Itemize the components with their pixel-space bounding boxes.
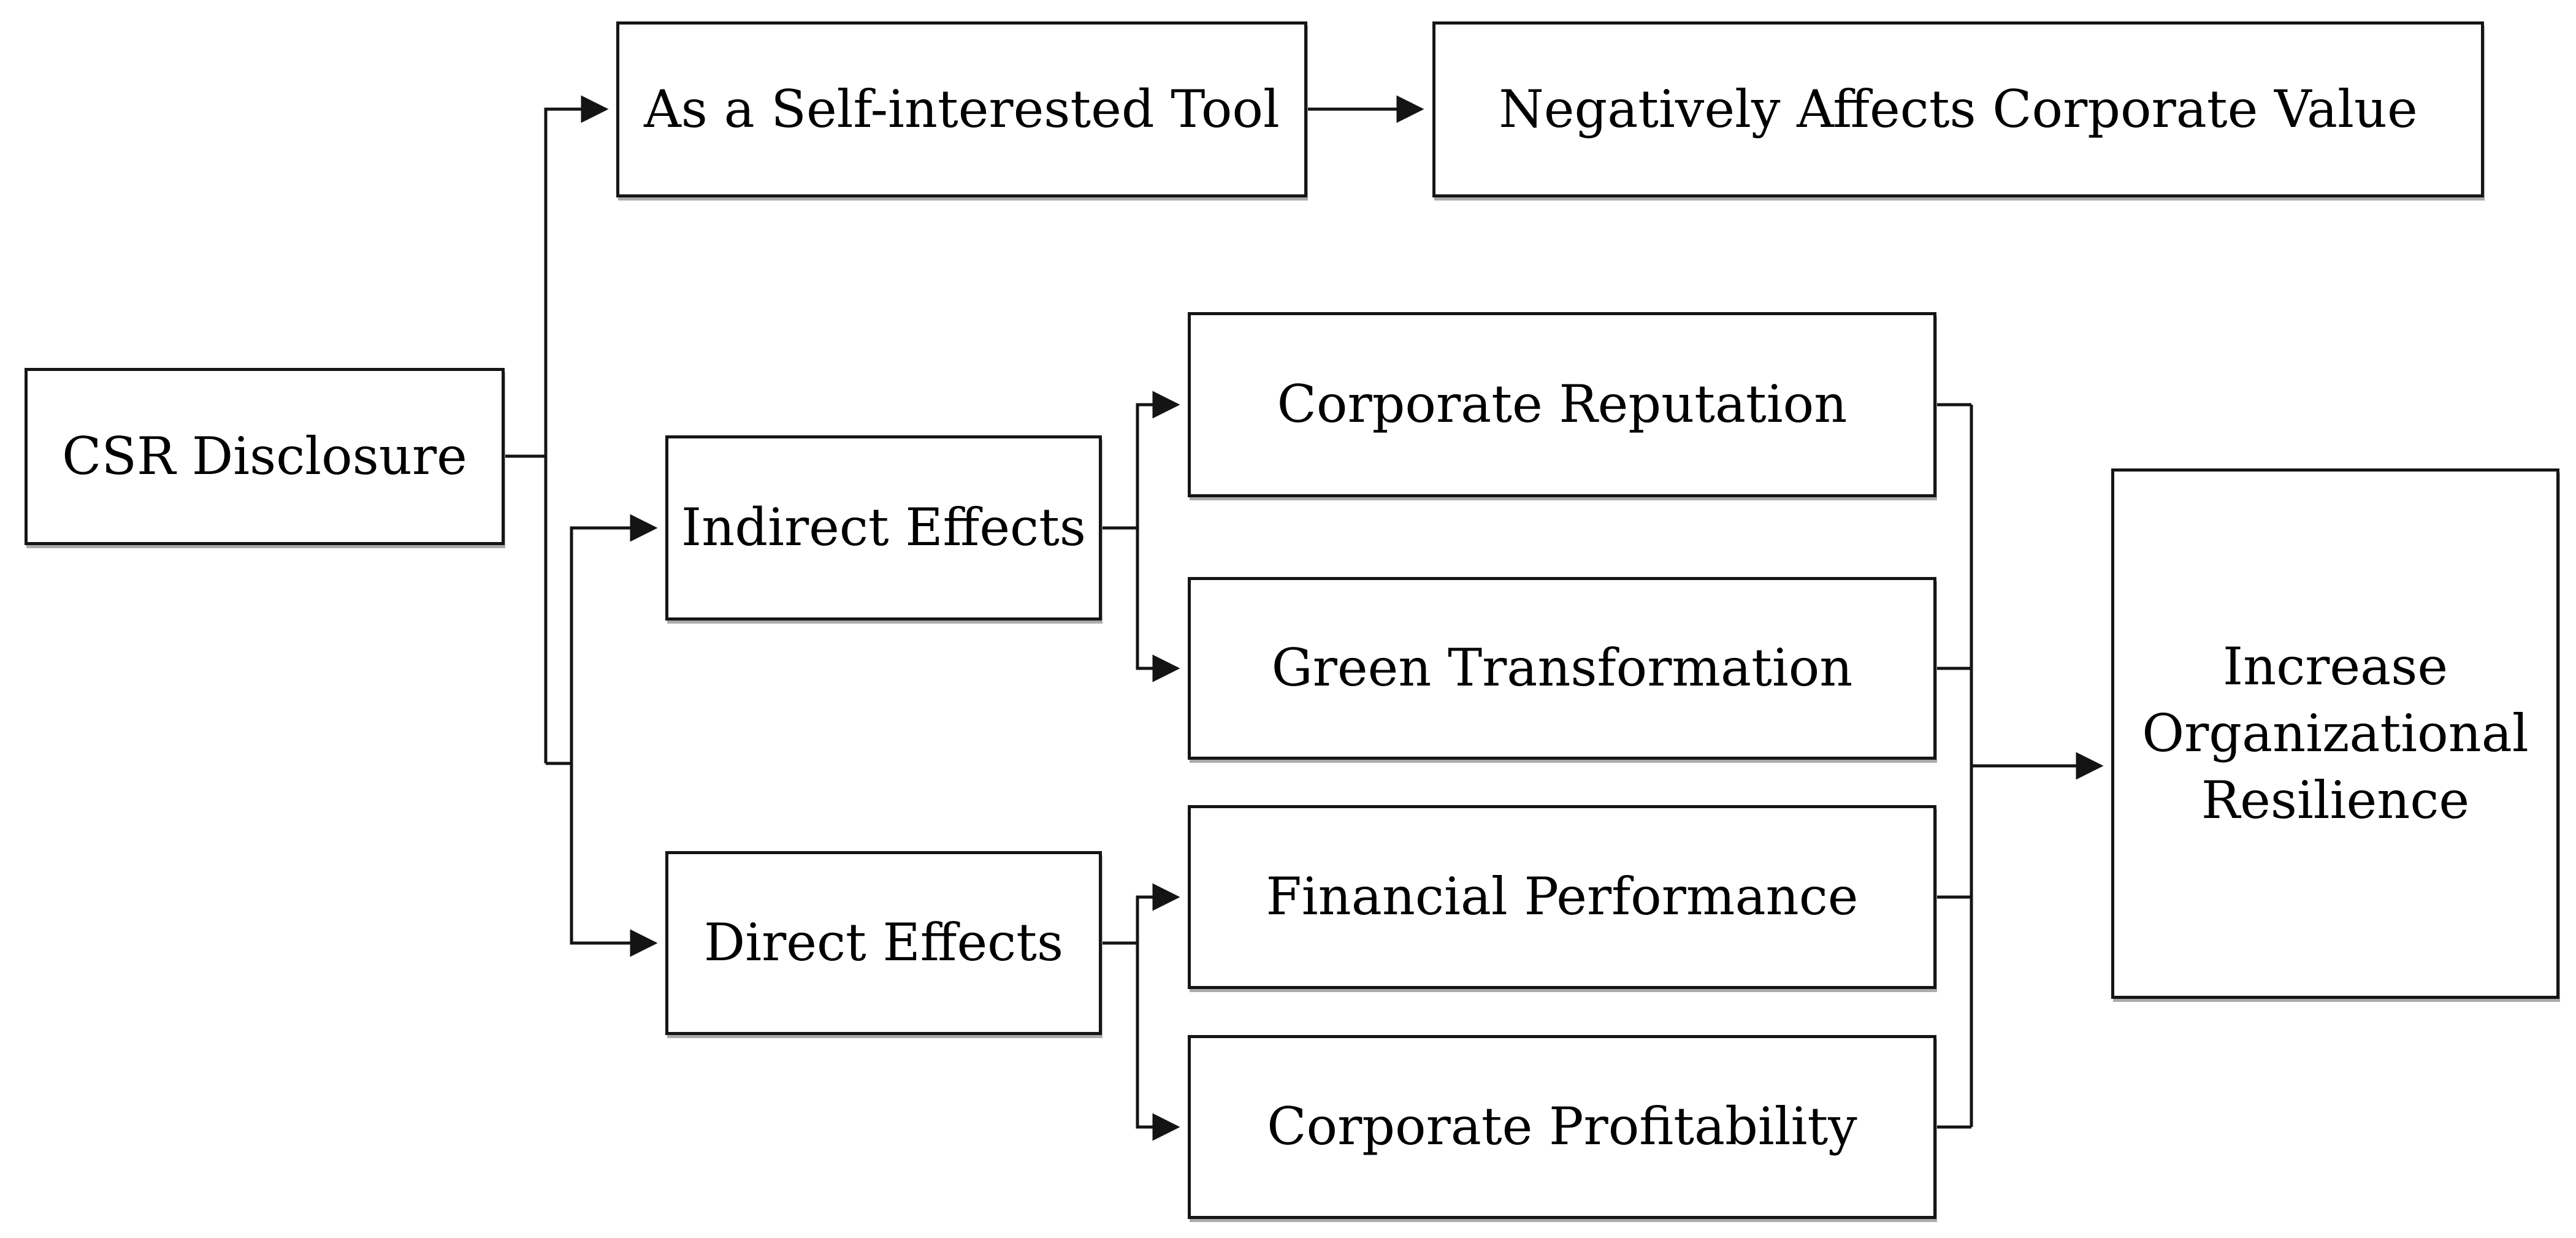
node-label: Indirect Effects — [681, 497, 1086, 558]
edge-indirect-to-corp-rep — [1136, 391, 1180, 528]
node-negatively-affects-corporate-value: Negatively Affects Corporate Value — [1432, 21, 2484, 197]
node-label: Corporate Profitability — [1267, 1096, 1857, 1157]
node-label: As a Self-interested Tool — [644, 78, 1280, 139]
node-csr-disclosure: CSR Disclosure — [25, 368, 505, 545]
edge-direct-to-corp-prof — [1136, 943, 1180, 1141]
node-label: Increase Organizational Resilience — [2142, 636, 2529, 831]
edge-csr-to-indirect — [570, 514, 658, 763]
node-green-transformation: Green Transformation — [1188, 577, 1936, 760]
node-label: Negatively Affects Corporate Value — [1499, 78, 2418, 139]
node-label: Green Transformation — [1271, 638, 1853, 698]
edge-direct-to-fin-perf — [1136, 883, 1180, 943]
node-direct-effects: Direct Effects — [665, 851, 1102, 1035]
edge-csr-to-direct — [570, 763, 658, 957]
node-label: Corporate Reputation — [1277, 374, 1848, 435]
edge-csr-to-self-tool — [544, 95, 609, 763]
node-self-interested-tool: As a Self-interested Tool — [616, 21, 1307, 197]
node-increase-organizational-resilience: Increase Organizational Resilience — [2111, 468, 2559, 999]
node-corporate-profitability: Corporate Profitability — [1188, 1035, 1936, 1219]
node-corporate-reputation: Corporate Reputation — [1188, 312, 1936, 497]
node-label: Financial Performance — [1266, 866, 1859, 927]
node-indirect-effects: Indirect Effects — [665, 435, 1102, 621]
node-financial-performance: Financial Performance — [1188, 805, 1936, 989]
node-label: Direct Effects — [703, 912, 1064, 973]
edge-indirect-to-green-trans — [1136, 528, 1180, 682]
node-label: CSR Disclosure — [62, 426, 467, 486]
